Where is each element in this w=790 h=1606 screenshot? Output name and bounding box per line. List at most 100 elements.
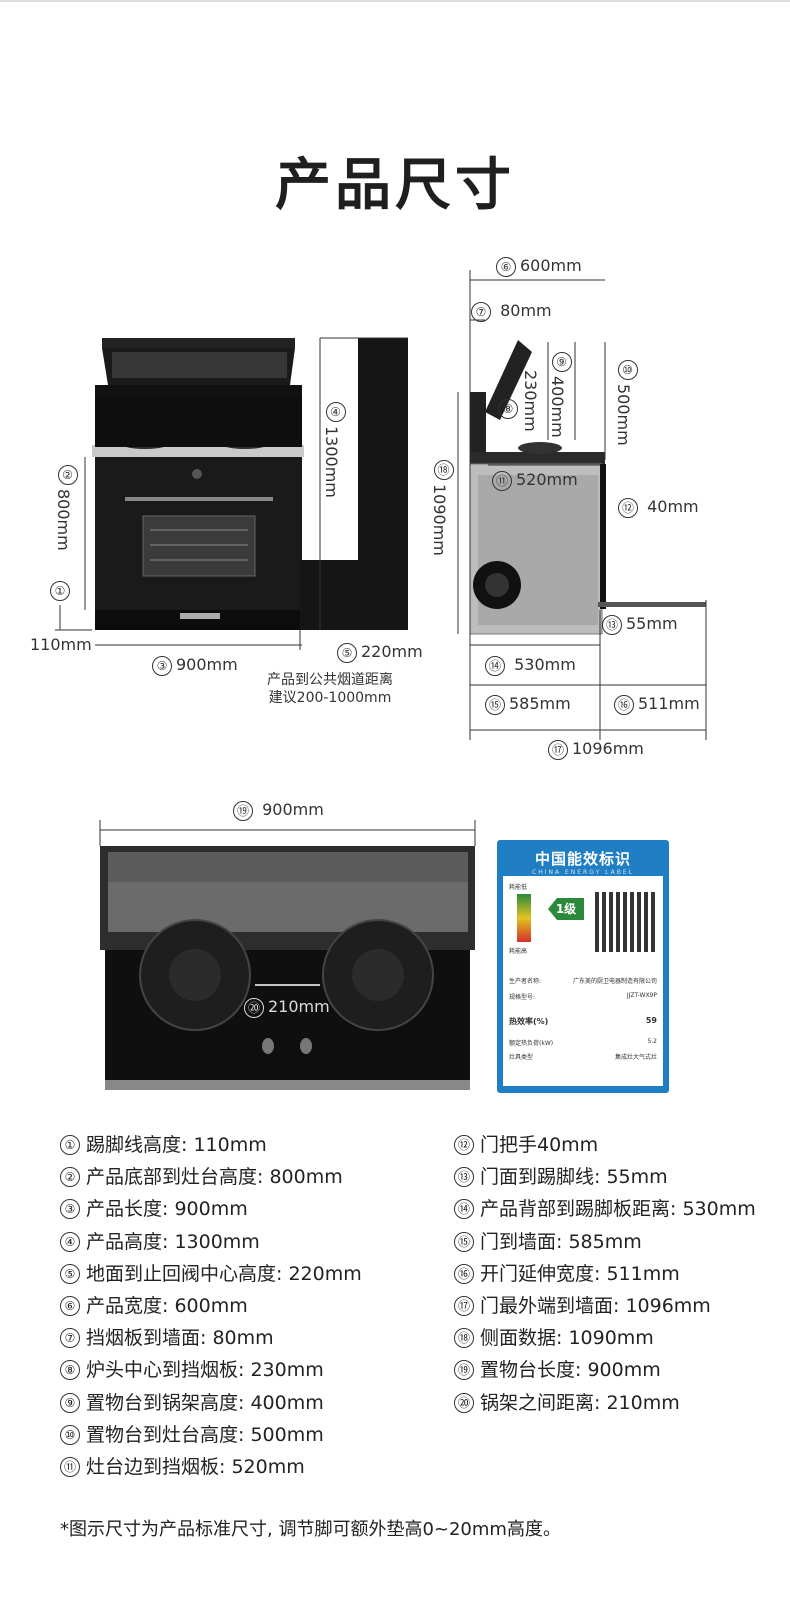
spec-item-text: 产品高度: 1300mm	[86, 1230, 260, 1253]
spec-item-number: ④	[60, 1231, 80, 1252]
spec-item-text: 踢脚线高度: 110mm	[86, 1134, 267, 1156]
dim-8-number: ⑧	[498, 398, 522, 419]
spec-item-number: ②	[60, 1167, 80, 1188]
spec-item: ① 踢脚线高度: 110mm	[60, 1130, 362, 1162]
spec-item-number: ⑰	[454, 1295, 474, 1316]
spec-item-number: ⑦	[60, 1328, 80, 1349]
energy-label-footer: 依据国家标准: GB 30720-2014	[539, 1080, 627, 1087]
energy-label-subtitle: CHINA ENERGY LABEL	[532, 869, 634, 876]
energy-model-row: 规格型号:JJZT-WX9P	[509, 992, 657, 1001]
spec-item-text: 门最外端到墙面: 1096mm	[480, 1294, 711, 1317]
spec-item-number: ⑤	[60, 1263, 80, 1284]
energy-grade-scale	[517, 894, 531, 942]
spec-item-number: ⑭	[454, 1199, 474, 1220]
dim-12-label: ⑫ 40mm	[618, 497, 699, 518]
spec-item-text: 产品长度: 900mm	[86, 1198, 248, 1221]
spec-item-number: ⑱	[454, 1328, 474, 1349]
spec-item-number: ⑯	[454, 1263, 474, 1284]
energy-efficiency-row: 热效率(%)59	[509, 1016, 657, 1026]
spec-item-number: ⑮	[454, 1231, 474, 1252]
spec-item-text: 挡烟板到墙面: 80mm	[86, 1327, 274, 1350]
dim-14-label: ⑭ 530mm	[485, 655, 576, 676]
energy-load-row: 额定热负荷(kW)5.2	[509, 1038, 657, 1047]
spec-item-number: ⑧	[60, 1360, 80, 1381]
spec-item: ⑨ 置物台到锅架高度: 400mm	[60, 1388, 362, 1420]
flue-note-line-1: 产品到公共烟道距离	[267, 672, 393, 688]
spec-item-number: ⑩	[60, 1424, 80, 1445]
spec-item-number: ⑪	[60, 1456, 80, 1477]
dim-10-label: ⑩500mm	[614, 360, 638, 446]
footnote: *图示尺寸为产品标准尺寸, 调节脚可额外垫高0~20mm高度。	[60, 1519, 561, 1540]
spec-item: ⑱ 侧面数据: 1090mm	[454, 1323, 756, 1355]
top-divider	[0, 0, 790, 2]
spec-item-number: ③	[60, 1199, 80, 1220]
top-view-cooker	[100, 846, 475, 1090]
energy-low-text: 耗能低	[509, 884, 528, 891]
front-view-cooker	[92, 338, 304, 630]
spec-item: ⑮ 门到墙面: 585mm	[454, 1227, 756, 1259]
energy-label-panel: 耗能低 耗能高 1级 生产者名称:广东美的厨卫电器制造有限公司 规格型号:JJZ…	[503, 876, 663, 1086]
dim-1-label: 110mm	[30, 635, 92, 654]
dim-19-label: ⑲ 900mm	[233, 800, 324, 821]
page-title: 产品尺寸	[275, 153, 515, 218]
flue-duct	[300, 338, 408, 630]
spec-item-text: 侧面数据: 1090mm	[480, 1327, 654, 1350]
spec-item: ⑩ 置物台到灶台高度: 500mm	[60, 1420, 362, 1452]
spec-item-text: 置物台长度: 900mm	[480, 1359, 661, 1382]
flue-note-line-2: 建议200-1000mm	[268, 690, 392, 706]
spec-item: ⑪ 灶台边到挡烟板: 520mm	[60, 1452, 362, 1484]
dim-4-label: ④1300mm	[322, 402, 346, 498]
spec-item: ④ 产品高度: 1300mm	[60, 1227, 362, 1259]
spec-item-number: ①	[60, 1135, 80, 1155]
dim-18-label: ⑱1090mm	[430, 460, 454, 556]
spec-item-text: 灶台边到挡烟板: 520mm	[86, 1455, 305, 1478]
spec-item: ⑯ 开门延伸宽度: 511mm	[454, 1259, 756, 1291]
spec-item-number: ⑫	[454, 1135, 474, 1155]
spec-item-text: 门到墙面: 585mm	[480, 1230, 642, 1253]
energy-label-title: 中国能效标识	[534, 850, 631, 868]
dim-8-label: 230mm	[521, 370, 540, 432]
spec-item: ⑤ 地面到止回阀中心高度: 220mm	[60, 1259, 362, 1291]
spec-item: ⑲ 置物台长度: 900mm	[454, 1355, 756, 1387]
dim-2-label: ②800mm	[54, 465, 78, 551]
spec-item-text: 地面到止回阀中心高度: 220mm	[86, 1262, 362, 1285]
side-view-cooker	[469, 340, 706, 635]
energy-producer-row: 生产者名称:广东美的厨卫电器制造有限公司	[509, 978, 657, 985]
spec-item-text: 置物台到灶台高度: 500mm	[86, 1423, 324, 1446]
energy-grade-badge: 1级	[548, 898, 584, 920]
spec-item: ③ 产品长度: 900mm	[60, 1194, 362, 1226]
spec-item-text: 产品宽度: 600mm	[86, 1294, 248, 1317]
flue-distance-note: 产品到公共烟道距离 建议200-1000mm	[255, 671, 405, 707]
spec-item-number: ⑲	[454, 1360, 474, 1381]
energy-type-row: 灶具类型集成灶大气式灶	[509, 1054, 657, 1061]
spec-item-number: ⑨	[60, 1392, 80, 1413]
spec-item-text: 置物台到锅架高度: 400mm	[86, 1391, 324, 1414]
spec-item-text: 产品底部到灶台高度: 800mm	[86, 1166, 343, 1189]
dim-7-label: ⑦ 80mm	[471, 301, 552, 322]
qr-code-icon	[595, 892, 655, 952]
energy-high-text: 耗能高	[509, 948, 528, 955]
spec-item-number: ⑬	[454, 1167, 474, 1188]
spec-item-text: 门把手40mm	[480, 1134, 599, 1156]
spec-item-number: ⑳	[454, 1392, 474, 1413]
spec-item: ⑰ 门最外端到墙面: 1096mm	[454, 1291, 756, 1323]
spec-item: ② 产品底部到灶台高度: 800mm	[60, 1162, 362, 1194]
spec-item-text: 门面到踢脚线: 55mm	[480, 1166, 668, 1189]
spec-item-text: 炉头中心到挡烟板: 230mm	[86, 1359, 324, 1382]
spec-item: ⑦ 挡烟板到墙面: 80mm	[60, 1323, 362, 1355]
spec-item: ⑬ 门面到踢脚线: 55mm	[454, 1162, 756, 1194]
spec-item-text: 开门延伸宽度: 511mm	[480, 1262, 680, 1285]
